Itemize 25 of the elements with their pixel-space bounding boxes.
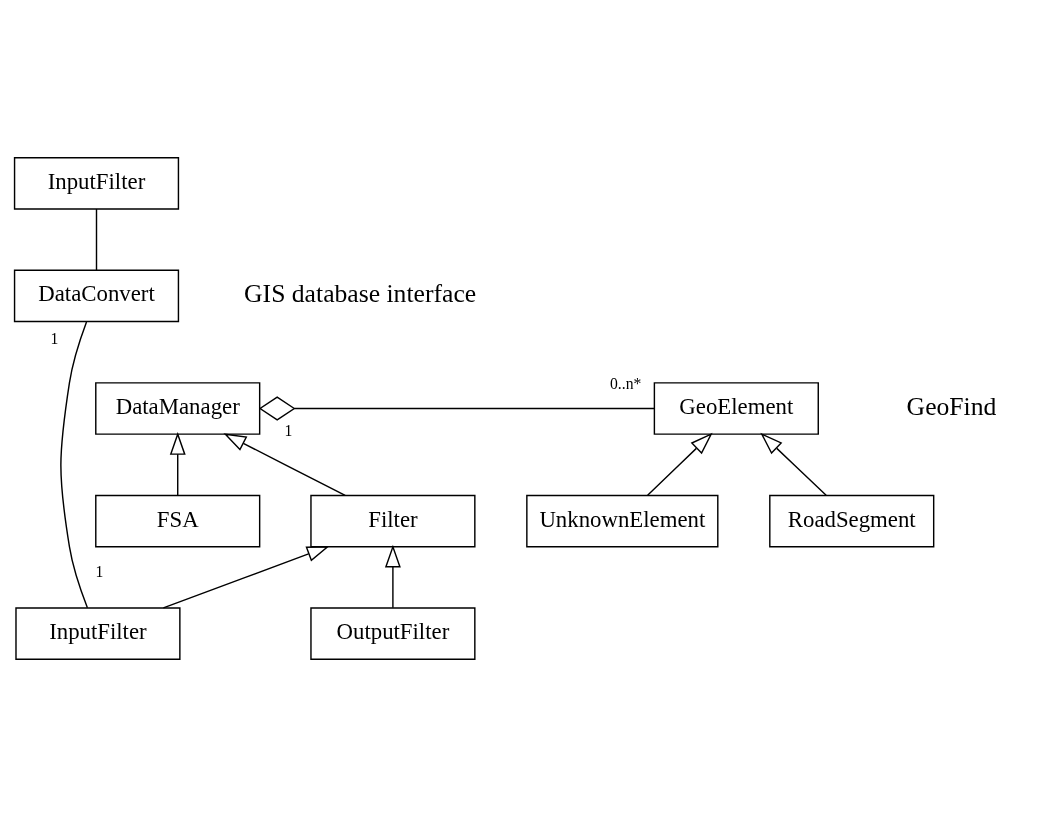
label: 1 [50, 329, 59, 347]
arrow [162, 545, 330, 609]
node-box: GeoElement [653, 381, 819, 435]
arrow [646, 432, 713, 496]
node-box: UnknownElement [526, 494, 719, 547]
label: GeoFind [906, 391, 997, 421]
label: 1 [284, 421, 293, 439]
node-box: DataConvert [13, 269, 180, 322]
label: GIS database interface [244, 278, 477, 308]
arrow [760, 432, 827, 496]
arrow [169, 431, 186, 496]
connector [60, 320, 89, 608]
label: 0..n* [609, 374, 642, 392]
label: 1 [95, 562, 104, 580]
connector [95, 207, 98, 271]
node-box: RoadSegment [769, 494, 935, 547]
arrow [384, 544, 401, 609]
node-box: OutputFilter [310, 606, 476, 660]
node-box: InputFilter [13, 156, 180, 210]
arrow [223, 432, 346, 496]
node-box: FSA [95, 494, 261, 547]
node-box: Filter [310, 494, 476, 547]
connector [258, 395, 655, 421]
node-box: DataManager [95, 381, 261, 435]
node-box: InputFilter [15, 606, 181, 660]
